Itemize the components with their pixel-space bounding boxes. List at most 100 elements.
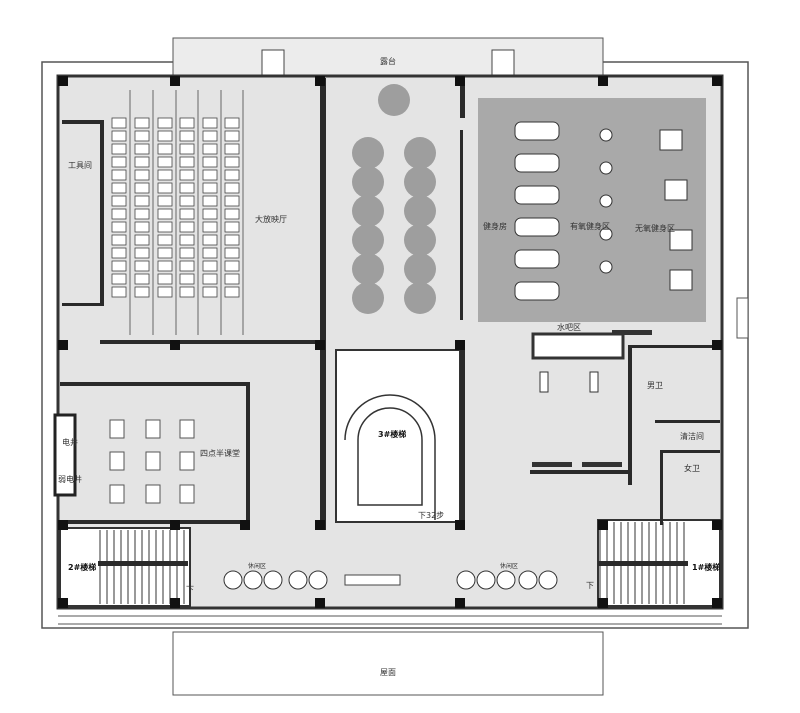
cinema-seat [224, 221, 240, 233]
treadmill [514, 217, 560, 237]
cinema-seat [202, 247, 218, 259]
cinema-seat [179, 247, 195, 259]
round-table [404, 195, 436, 227]
lounge-chair [243, 570, 263, 590]
round-table [352, 137, 384, 169]
label-down-right: 下 [586, 581, 594, 590]
cinema-seat [224, 195, 240, 207]
cinema-seat [157, 247, 173, 259]
cinema-seat [111, 234, 127, 246]
reception-counter [344, 574, 401, 586]
cinema-seat [111, 247, 127, 259]
cinema-seat [157, 286, 173, 298]
cinema-seat [224, 260, 240, 272]
label-terrace: 露台 [380, 56, 396, 66]
cinema-seat [224, 130, 240, 142]
cinema-seat [157, 260, 173, 272]
round-table [378, 84, 410, 116]
column [58, 76, 68, 86]
label-stair-3-note: 下32步 [418, 511, 444, 520]
cinema-seat [202, 286, 218, 298]
label-down-left: 下 [186, 585, 194, 594]
label-after-school-class: 四点半课堂 [200, 448, 240, 458]
cinema-seat [202, 260, 218, 272]
column [170, 340, 180, 350]
strength-machine [659, 129, 683, 151]
cinema-seat [202, 234, 218, 246]
round-table [404, 253, 436, 285]
column [598, 520, 608, 530]
column [455, 340, 465, 350]
cinema-seat [179, 169, 195, 181]
round-table [352, 224, 384, 256]
label-lounge-left: 休闲区 [248, 562, 266, 570]
lounge-chair [263, 570, 283, 590]
column [315, 76, 325, 86]
cinema-seat [179, 260, 195, 272]
cinema-seat [111, 260, 127, 272]
desk [179, 451, 195, 471]
exercise-bike [599, 128, 613, 142]
desk [179, 484, 195, 504]
cinema-seat [179, 273, 195, 285]
cinema-seat [157, 273, 173, 285]
stair-1-landing-wall [598, 561, 688, 566]
cinema-seat [202, 182, 218, 194]
cinema-seat [202, 143, 218, 155]
cinema-seat [134, 169, 150, 181]
weight-bench [539, 371, 549, 393]
column [598, 598, 608, 608]
column [315, 520, 325, 530]
label-tool-room: 工具间 [68, 161, 92, 170]
label-mens-wc: 男卫 [647, 381, 663, 390]
column [455, 598, 465, 608]
desk [145, 451, 161, 471]
cinema-seat [179, 221, 195, 233]
strength-machine [664, 179, 688, 201]
cinema-seat [157, 156, 173, 168]
cinema-seat [134, 182, 150, 194]
cinema-seat [224, 169, 240, 181]
column [455, 520, 465, 530]
cinema-seat [134, 260, 150, 272]
cinema-seat [111, 286, 127, 298]
cinema-seat [157, 221, 173, 233]
round-table [352, 166, 384, 198]
cinema-seat [202, 208, 218, 220]
cinema-seat [202, 117, 218, 129]
cinema-seat [111, 221, 127, 233]
lounge-chair [518, 570, 538, 590]
cinema-seat [224, 208, 240, 220]
label-womens-wc: 女卫 [684, 463, 700, 473]
cinema-seat [111, 195, 127, 207]
exercise-bike [599, 260, 613, 274]
column [315, 598, 325, 608]
cinema-seat [224, 156, 240, 168]
label-strength-zone: 无氧健身区 [635, 223, 675, 233]
cinema-seat [202, 221, 218, 233]
cinema-seat [157, 208, 173, 220]
cinema-seat [111, 117, 127, 129]
cinema-seat [157, 117, 173, 129]
label-stair-3: 3#楼梯 [378, 429, 406, 439]
terrace-door [261, 49, 285, 77]
cinema-seat [134, 221, 150, 233]
cinema-seat [224, 117, 240, 129]
round-table [352, 282, 384, 314]
treadmill [514, 281, 560, 301]
label-weak-current-shaft: 弱电井 [58, 474, 82, 484]
lounge-chair [223, 570, 243, 590]
column [170, 76, 180, 86]
cinema-seat [202, 156, 218, 168]
column [240, 520, 250, 530]
desk [179, 419, 195, 439]
cinema-seat [157, 143, 173, 155]
round-table [404, 137, 436, 169]
column [315, 340, 325, 350]
cinema-seat [111, 130, 127, 142]
column [170, 598, 180, 608]
column [598, 76, 608, 86]
label-electric-shaft: 电井 [62, 437, 78, 447]
cinema-seat [111, 143, 127, 155]
